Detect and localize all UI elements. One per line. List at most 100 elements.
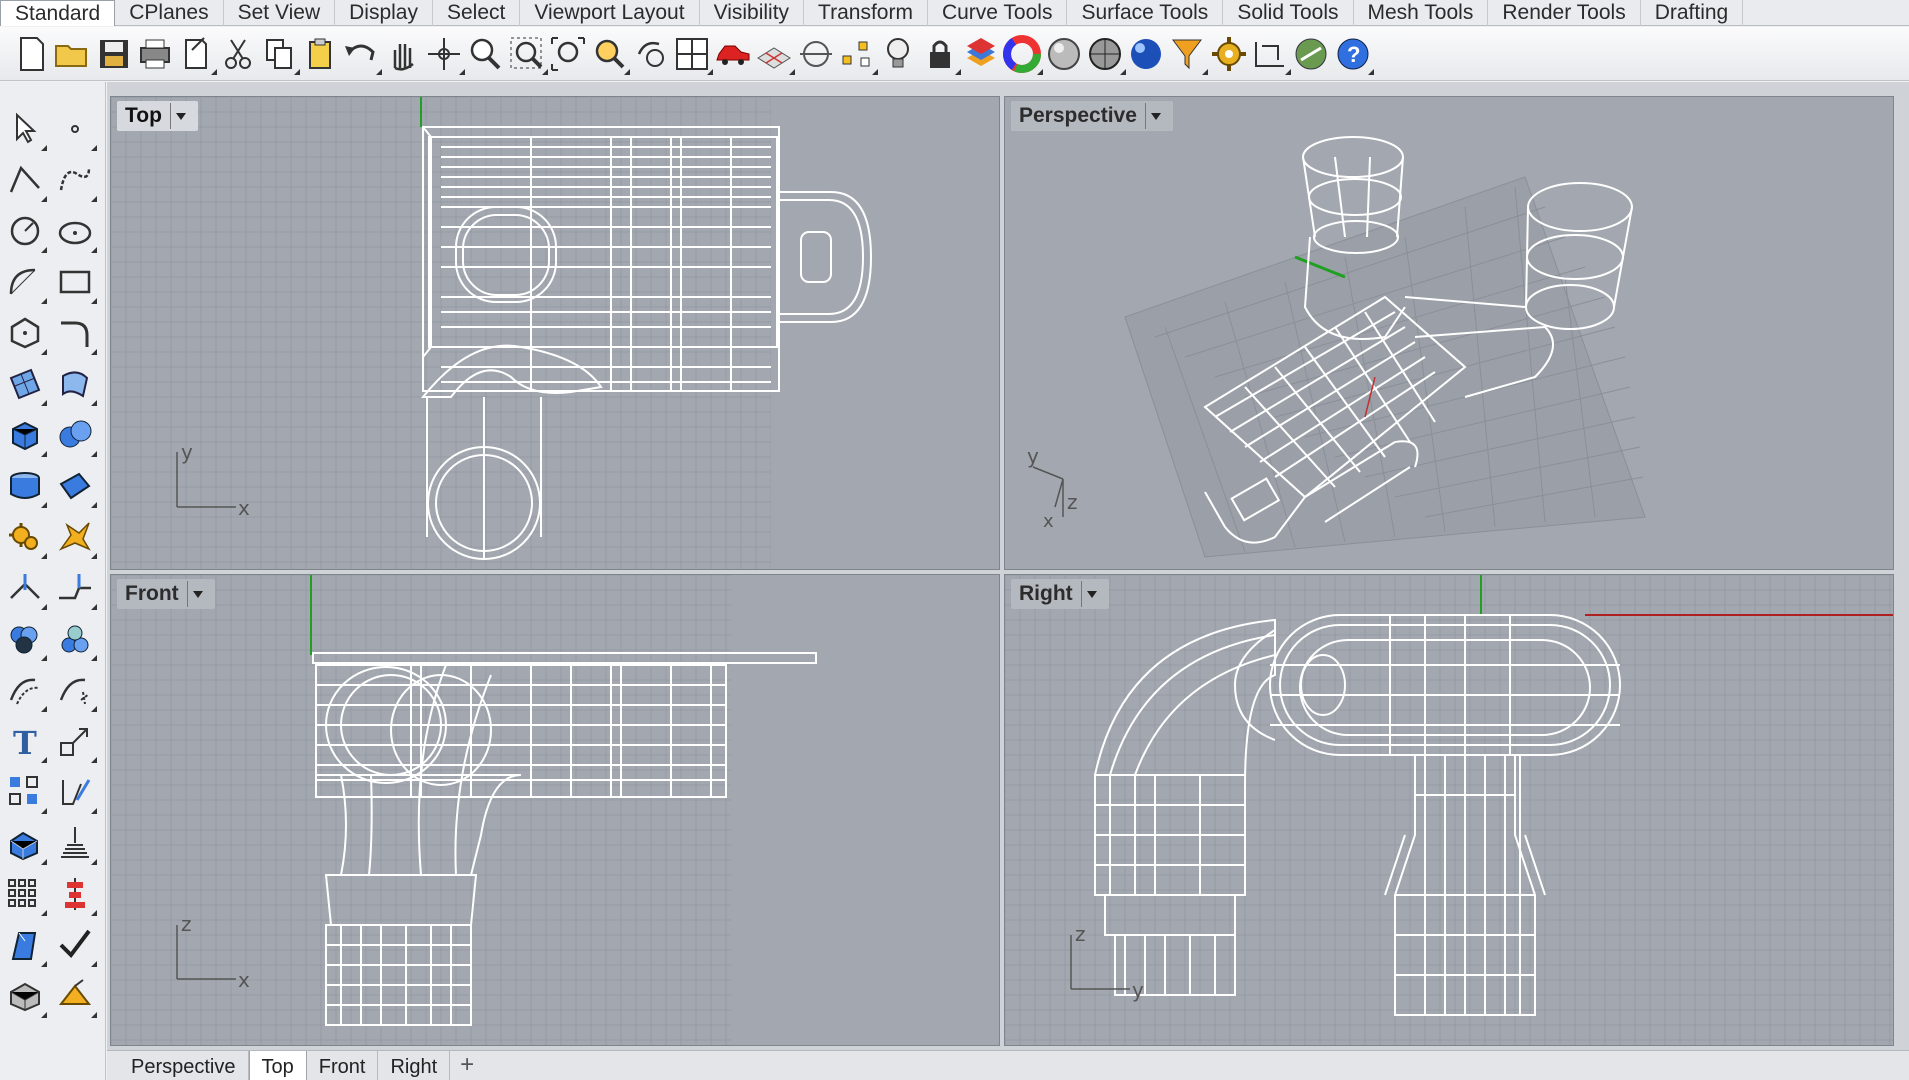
viewport-title-right[interactable]: Right — [1011, 579, 1109, 609]
tab-transform[interactable]: Transform — [804, 0, 928, 26]
gear-button[interactable] — [1206, 31, 1252, 77]
zoom-window-button[interactable] — [504, 31, 550, 77]
undo-button[interactable] — [338, 31, 384, 77]
sphere-solid-button[interactable] — [52, 412, 98, 458]
polyline-button[interactable] — [2, 157, 48, 203]
boolean-union-button[interactable] — [2, 616, 48, 662]
viewport-tab-top[interactable]: Top — [248, 1051, 307, 1080]
zoom-extents-button[interactable] — [545, 31, 591, 77]
tab-visibility[interactable]: Visibility — [700, 0, 805, 26]
copy-button[interactable] — [256, 31, 302, 77]
four-viewports-button[interactable] — [669, 31, 715, 77]
layer-button[interactable] — [958, 31, 1004, 77]
check-button[interactable] — [52, 922, 98, 968]
print-button[interactable] — [132, 31, 178, 77]
tab-standard[interactable]: Standard — [0, 0, 116, 26]
viewport-title-front[interactable]: Front — [117, 579, 215, 609]
align-button[interactable] — [52, 871, 98, 917]
rectangle-button[interactable] — [52, 259, 98, 305]
viewport-top[interactable]: y x Top — [110, 96, 1000, 570]
viewport-menu-dropdown-icon[interactable] — [1144, 103, 1163, 129]
viewport-title-perspective[interactable]: Perspective — [1011, 101, 1173, 131]
sweep-button[interactable] — [52, 667, 98, 713]
viewport-front[interactable]: z x Front — [110, 574, 1000, 1046]
viewport-menu-dropdown-icon[interactable] — [186, 581, 205, 607]
solid-tools-button[interactable] — [2, 514, 48, 560]
tab-render-tools[interactable]: Render Tools — [1488, 0, 1641, 26]
grid-snap-button[interactable] — [751, 31, 797, 77]
viewport-tab-right[interactable]: Right — [378, 1051, 451, 1080]
analyze-button[interactable] — [2, 973, 48, 1019]
import-button[interactable] — [173, 31, 219, 77]
dimension-button[interactable] — [1247, 31, 1293, 77]
circle-button[interactable] — [2, 208, 48, 254]
tab-mesh-tools[interactable]: Mesh Tools — [1354, 0, 1489, 26]
object-snap-button[interactable] — [793, 31, 839, 77]
dimension-tool-button[interactable] — [2, 922, 48, 968]
filter-button[interactable] — [1164, 31, 1210, 77]
zoom-button[interactable] — [462, 31, 508, 77]
help-button[interactable]: ? — [1330, 31, 1376, 77]
tab-display[interactable]: Display — [335, 0, 433, 26]
split-button[interactable] — [2, 565, 48, 611]
tab-viewport-layout[interactable]: Viewport Layout — [520, 0, 700, 26]
surface-edit-button[interactable] — [52, 361, 98, 407]
tab-solid-tools[interactable]: Solid Tools — [1223, 0, 1354, 26]
undo-view-button[interactable] — [628, 31, 674, 77]
new-file-button[interactable] — [8, 31, 54, 77]
point-button[interactable] — [52, 106, 98, 152]
tab-select[interactable]: Select — [433, 0, 521, 26]
light-bulb-button[interactable] — [875, 31, 921, 77]
viewport-tab-front[interactable]: Front — [306, 1051, 379, 1080]
contour-button[interactable] — [52, 820, 98, 866]
mirror-button[interactable] — [52, 769, 98, 815]
group-button[interactable] — [52, 616, 98, 662]
shaded-sphere-button[interactable] — [1041, 31, 1087, 77]
open-folder-button[interactable] — [49, 31, 95, 77]
points-button[interactable] — [834, 31, 880, 77]
text-button[interactable]: T — [2, 718, 48, 764]
rotate-view-button[interactable] — [421, 31, 467, 77]
explode-button[interactable] — [52, 514, 98, 560]
plugin-button[interactable] — [1288, 31, 1334, 77]
zoom-selected-button[interactable] — [586, 31, 632, 77]
tab-drafting[interactable]: Drafting — [1641, 0, 1744, 26]
rendered-sphere-button[interactable] — [1082, 31, 1128, 77]
save-button[interactable] — [91, 31, 137, 77]
tab-surface-tools[interactable]: Surface Tools — [1067, 0, 1224, 26]
patch-button[interactable] — [52, 463, 98, 509]
trim-button[interactable] — [52, 565, 98, 611]
ellipse-button[interactable] — [52, 208, 98, 254]
box-solid-button[interactable] — [2, 412, 48, 458]
tab-curve-tools[interactable]: Curve Tools — [928, 0, 1068, 26]
offset-button[interactable] — [2, 667, 48, 713]
arc-button[interactable] — [2, 259, 48, 305]
viewport-title-top[interactable]: Top — [117, 101, 198, 131]
viewport-right[interactable]: z y Right — [1004, 574, 1894, 1046]
viewport-perspective[interactable]: y z x Perspective — [1004, 96, 1894, 570]
lock-button[interactable] — [917, 31, 963, 77]
color-wheel-button[interactable] — [999, 31, 1045, 77]
render-sphere-button[interactable] — [1123, 31, 1169, 77]
cut-button[interactable] — [215, 31, 261, 77]
grid-array-button[interactable] — [2, 871, 48, 917]
fillet-curve-button[interactable] — [52, 310, 98, 356]
render-button[interactable] — [52, 973, 98, 1019]
add-viewport-tab-button[interactable]: + — [460, 1051, 475, 1078]
array-button[interactable] — [2, 769, 48, 815]
viewport-menu-dropdown-icon[interactable] — [1080, 581, 1099, 607]
surface-button[interactable] — [2, 361, 48, 407]
scale-button[interactable] — [52, 718, 98, 764]
pan-hand-button[interactable] — [380, 31, 426, 77]
extrude-button[interactable] — [2, 820, 48, 866]
cylinder-button[interactable] — [2, 463, 48, 509]
polygon-button[interactable] — [2, 310, 48, 356]
curve-button[interactable] — [52, 157, 98, 203]
tab-set-view[interactable]: Set View — [224, 0, 336, 26]
paste-button[interactable] — [297, 31, 343, 77]
tab-cplanes[interactable]: CPlanes — [115, 0, 224, 26]
viewport-tab-perspective[interactable]: Perspective — [119, 1051, 249, 1080]
viewport-menu-dropdown-icon[interactable] — [169, 103, 188, 129]
select-arrow-button[interactable] — [2, 106, 48, 152]
car-button[interactable] — [710, 31, 756, 77]
